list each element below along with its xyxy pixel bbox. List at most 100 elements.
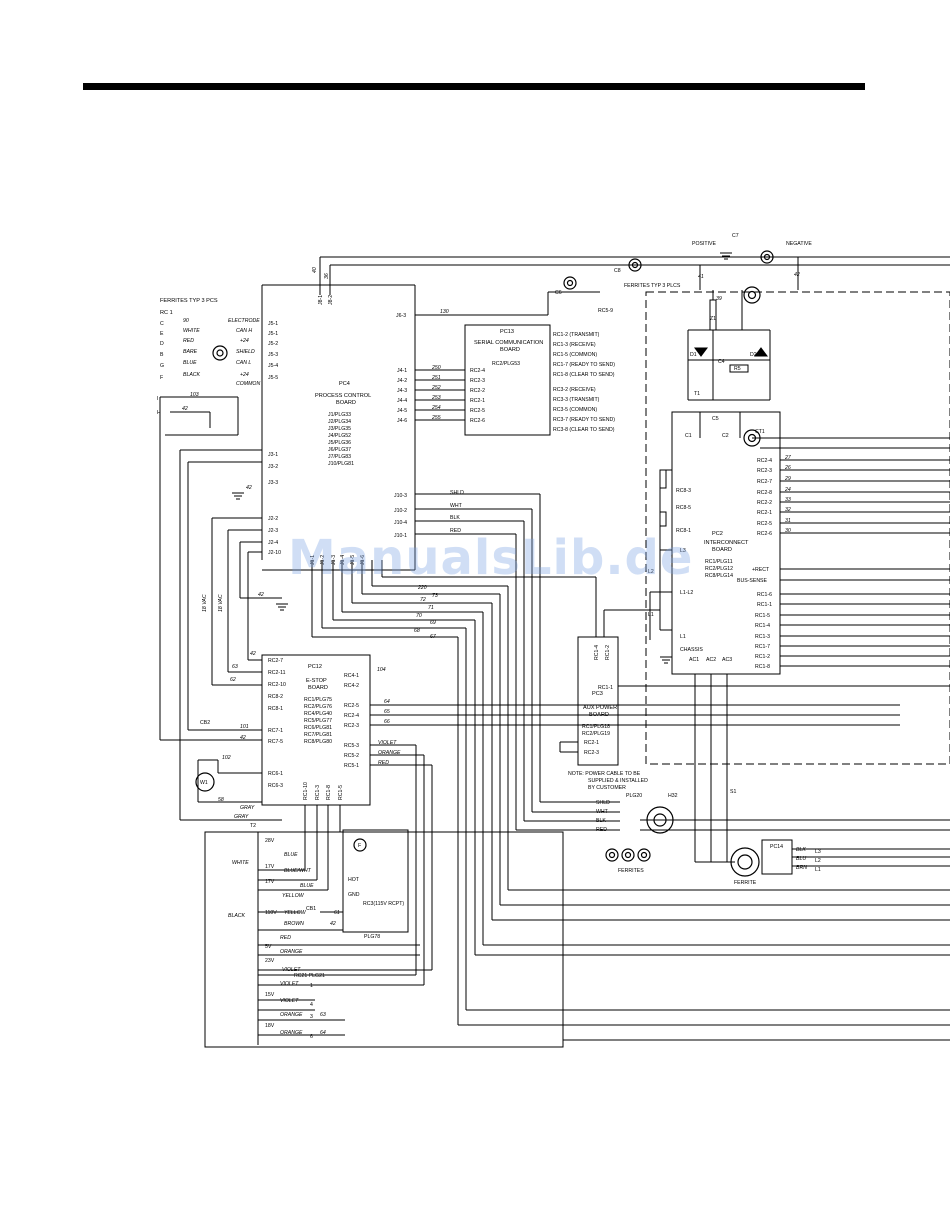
j6-wire: 130 <box>440 309 449 315</box>
j1-label: J1-2 <box>320 555 326 565</box>
j1-label: J1-1 <box>310 555 316 565</box>
pc4-plug: J2/PLG34 <box>328 419 351 425</box>
pc14-wire: BLU <box>796 856 806 862</box>
pin-label: E <box>160 331 164 337</box>
j2-label: J2-4 <box>268 540 278 546</box>
pc13-line3: BOARD <box>500 347 520 353</box>
fan-label: F <box>358 843 361 849</box>
pc2-title: PC2 <box>712 531 723 537</box>
pc12-right-pins: RC4-1 104 RC4-2 RC2-5 64 RC2-4 65 RC2-3 … <box>344 667 401 769</box>
wire-color: ORANGE <box>280 949 303 955</box>
t2-left-color: WHITE <box>232 860 249 866</box>
j1-wire: 73 <box>432 593 438 599</box>
c6-label: C6 <box>555 290 562 296</box>
t2-wire-colors: BLUE BLUE/WHT BLUE YELLOW YELLOW BROWN R… <box>280 852 314 1036</box>
j8-label: J8-1 <box>318 295 324 305</box>
rc-label: RC7-1 <box>268 728 283 734</box>
j1-label: J1-4 <box>340 555 346 565</box>
jack-label: J5-1 <box>268 321 278 327</box>
j10-label: J10-2 <box>394 508 407 514</box>
top-wire: 42 <box>794 272 800 278</box>
rc-wire: 29 <box>784 476 791 482</box>
pc3-plug: RC1/PLG18 <box>582 724 610 730</box>
rc-label: RC4-1 <box>344 673 359 679</box>
pc2-misc-pins: +RECT BUS-SENSE RC1-6 RC1-1 RC1-5 RC1-4 … <box>737 567 772 670</box>
jack-label: J5-4 <box>268 363 278 369</box>
j2-label: J2-2 <box>268 516 278 522</box>
t2-taps: 28V 17V 17V 110V 5V 23V 15V 18V <box>265 838 277 1029</box>
ac-label: AC3 <box>722 657 732 663</box>
wire-color: BROWN <box>284 921 304 927</box>
pin-label: RC1-7 <box>755 644 770 650</box>
j4-wire: 255 <box>431 415 441 421</box>
j3-label: J3-1 <box>268 452 278 458</box>
j3-label: J3-2 <box>268 464 278 470</box>
h32-label: H32 <box>668 793 678 799</box>
j4-label: J4-2 <box>397 378 407 384</box>
plg21-pin: 3 <box>310 1014 313 1020</box>
ferrites-right: FERRITES TYP 3 PLCS <box>624 283 681 289</box>
plg21-pin: 1 <box>310 983 313 989</box>
wire-num: 90 <box>183 318 189 324</box>
pc3-top-pin: RC1-2 <box>605 645 611 660</box>
rc-wire: 31 <box>785 518 791 524</box>
pc4-plug: J7/PLG83 <box>328 454 351 460</box>
rc-wire: 42 <box>250 651 256 657</box>
rc-wire: RED <box>378 760 389 766</box>
fan-hot: HOT <box>348 877 360 883</box>
pc12-plug: RC6/PLG81 <box>304 725 332 731</box>
signal-label: +24 <box>240 372 249 378</box>
note-line: SUPPLIED & INSTALLED <box>588 778 648 784</box>
fan-plug: RC3(115V RCPT) <box>363 901 404 907</box>
rc5-9-label: RC5-9 <box>598 308 613 314</box>
ground-symbols <box>232 252 732 664</box>
i-wire: 103 <box>190 392 199 398</box>
j2-label: J2-3 <box>268 528 278 534</box>
tap: 5V <box>265 944 272 950</box>
pin-label: C <box>160 321 164 327</box>
j1-wire: 68 <box>414 628 420 634</box>
header-rule <box>83 83 865 90</box>
top-wire: 36 <box>324 273 330 279</box>
j1-wire: 70 <box>416 613 422 619</box>
pc12-plug: RC5/PLG77 <box>304 718 332 724</box>
pc2-plug: RC1/PLG11 <box>705 559 733 565</box>
pc2-line2: INTERCONNECT <box>704 540 749 546</box>
rc-label: RC2-1 <box>757 510 772 516</box>
rc-wire: 63 <box>232 664 238 670</box>
wire-color: BLUE <box>284 852 298 858</box>
i-label: I <box>157 396 158 402</box>
pc13-title: PC13 <box>500 329 514 335</box>
rc-label: RC2-5 <box>344 703 359 709</box>
jack-label: J5-2 <box>268 341 278 347</box>
rc-signal: RC1-8 (CLEAR TO SEND) <box>553 372 615 378</box>
left-ferrite-rows: C 90 ELECTRODE J5-1 E WHITE CAN H J5-1 D… <box>160 318 278 387</box>
pc4-plug: J10/PLG81 <box>328 461 354 467</box>
pc4-plug: J4/PLG52 <box>328 433 351 439</box>
pc4-title: PC4 <box>339 381 350 387</box>
vac-label: 18 VAC <box>202 594 208 612</box>
c4-label: C4 <box>718 359 725 365</box>
rc-wire: 24 <box>784 487 791 493</box>
pin-label: RC1-5 <box>755 613 770 619</box>
rc-signal: RC3-5 (COMMON) <box>553 407 597 413</box>
rc-wire: ORANGE <box>378 750 401 756</box>
pc12-plug: RC2/PLG76 <box>304 704 332 710</box>
rc-label: RC2-11 <box>268 670 286 676</box>
note-line: NOTE: POWER CABLE TO BE <box>568 771 641 777</box>
pc3-title: PC3 <box>592 691 603 697</box>
jack-label: J5-1 <box>268 331 278 337</box>
rc-wire: 42 <box>240 735 246 741</box>
rc-wire: 32 <box>785 507 791 513</box>
pc2-rc-left: RC8-1 <box>676 528 691 534</box>
cb1-label: CB1 <box>306 906 316 912</box>
signal-label: SHIELD <box>236 349 255 355</box>
note-line: BY CUSTOMER <box>588 785 626 791</box>
j4-label: J4-3 <box>397 388 407 394</box>
vac-label: 18 VAC <box>218 594 224 612</box>
j8-label: J8-2 <box>328 295 334 305</box>
plg21-label: RC21 PLG21 <box>294 973 325 979</box>
input-wire: RED <box>596 827 607 833</box>
rc2-label: RC2-3 <box>470 378 485 384</box>
jack-label: J5-5 <box>268 375 278 381</box>
